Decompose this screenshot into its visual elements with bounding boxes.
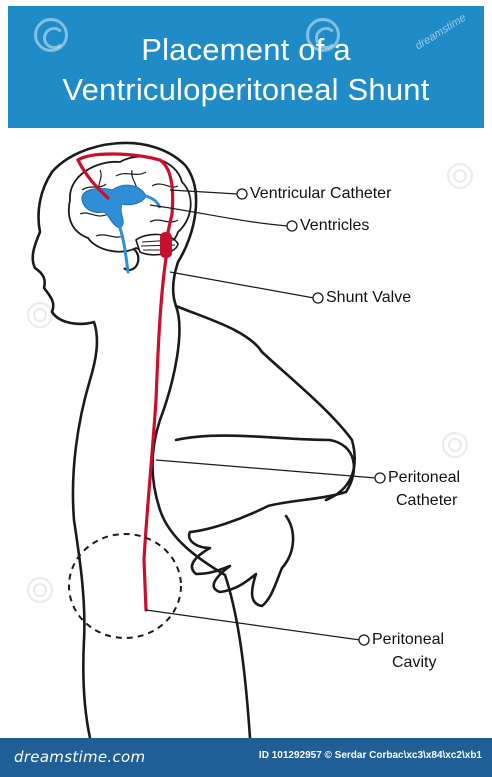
label-peritoneal-catheter-line1: Peritoneal <box>388 468 460 488</box>
label-peritoneal-catheter-line2: Catheter <box>396 491 457 511</box>
back-outline <box>153 306 251 738</box>
peritoneal-catheter-line <box>144 258 166 610</box>
shunt-valve-body <box>160 232 172 258</box>
footer-brand: dreamstime.com <box>14 748 145 766</box>
peritoneal-cavity-circle <box>69 534 181 638</box>
arm-outline <box>176 436 354 606</box>
footer-credit: ID 101292957 © Serdar Corbac\xc3\x84\xc2… <box>259 750 482 761</box>
title-line-1: Placement of a <box>8 32 484 68</box>
label-ventricles: Ventricles <box>300 216 369 236</box>
leader-circles <box>237 189 385 645</box>
label-shunt-valve: Shunt Valve <box>326 288 411 308</box>
footer-bar: dreamstime.com ID 101292957 © Serdar Cor… <box>0 738 492 777</box>
title-banner: dreamstime Placement of a Ventriculoperi… <box>8 6 484 128</box>
title-line-2: Ventriculoperitoneal Shunt <box>8 72 484 108</box>
label-peritoneal-cavity-line1: Peritoneal <box>372 630 444 650</box>
label-ventricular-catheter: Ventricular Catheter <box>250 184 391 204</box>
label-peritoneal-cavity-line2: Cavity <box>392 653 436 673</box>
